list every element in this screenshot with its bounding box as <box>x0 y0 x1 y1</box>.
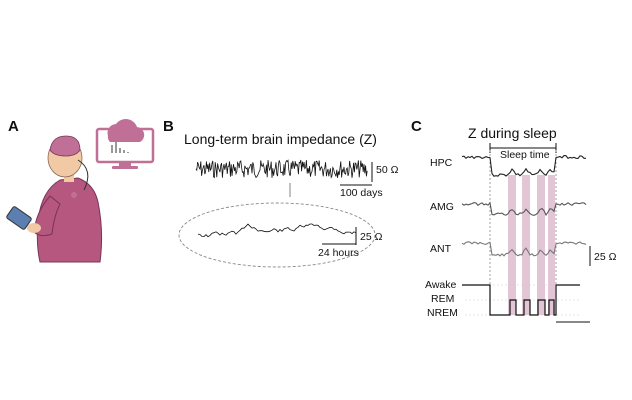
cloud-icon <box>107 119 145 142</box>
brain-icon <box>49 135 81 157</box>
channel-label-amg: AMG <box>430 201 454 213</box>
panel-c-title: Z during sleep <box>468 125 557 141</box>
long-term-impedance-trace <box>195 159 368 179</box>
amg-trace <box>461 201 587 217</box>
hypnogram-label-awake: Awake <box>425 279 457 291</box>
rem-bands <box>508 175 555 315</box>
hpc-trace <box>461 155 586 177</box>
scalebar-b-top-amp-label: 50 Ω <box>376 164 399 176</box>
hypnogram-label-nrem: NREM <box>427 307 458 319</box>
scalebar-b-zoom-time-label: 24 hours <box>318 247 359 259</box>
scalebar-c-amp-label: 25 Ω <box>594 251 617 263</box>
scalebar-b-top-time-label: 100 days <box>340 187 383 199</box>
24h-impedance-trace <box>197 223 357 238</box>
panel-letter-a: A <box>8 118 19 135</box>
panel-letter-c: C <box>411 118 422 135</box>
panel-b-title: Long-term brain impedance (Z) <box>184 131 377 147</box>
scalebar-b-zoom-amp-label: 25 Ω <box>360 231 383 243</box>
sleep-time-label: Sleep time <box>498 149 552 161</box>
channel-label-ant: ANT <box>430 243 451 255</box>
hypnogram-trace <box>462 284 580 316</box>
zoom-ellipse <box>178 202 376 268</box>
hypnogram-label-rem: REM <box>431 293 455 305</box>
panel-letter-b: B <box>163 118 174 135</box>
ant-trace <box>461 241 587 257</box>
person-with-tablet-icon <box>6 135 103 263</box>
channel-label-hpc: HPC <box>430 157 453 169</box>
